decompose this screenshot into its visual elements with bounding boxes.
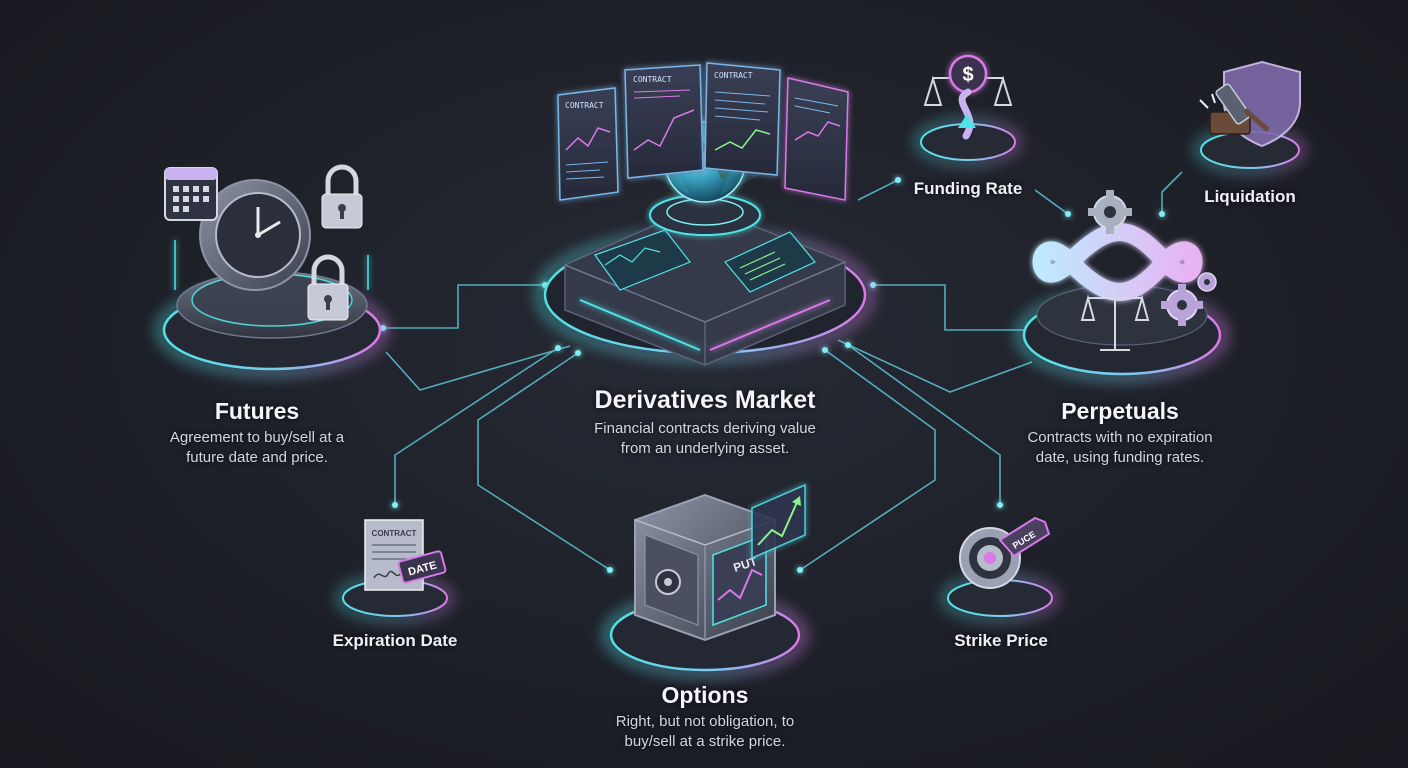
connector-futures-center bbox=[383, 284, 545, 329]
connector-center-perpetuals-lower bbox=[837, 339, 1033, 393]
strike-price-node[interactable]: PUCE bbox=[942, 516, 1058, 621]
connector-center-expiration bbox=[394, 347, 559, 505]
expiration-date-title: Expiration Date bbox=[332, 631, 458, 650]
options-title: Options bbox=[661, 682, 749, 708]
gavel-icon bbox=[1209, 83, 1270, 135]
options-node[interactable]: PUT bbox=[603, 483, 807, 677]
contract-panel-3: CONTRACT bbox=[704, 62, 781, 176]
futures-node[interactable] bbox=[156, 164, 388, 376]
perpetuals-desc-line2: date, using funding rates. bbox=[1035, 449, 1205, 466]
contract-panel-2-label: CONTRACT bbox=[633, 75, 672, 84]
funding-rate-title: Funding Rate bbox=[913, 179, 1023, 198]
center-desc-line2: from an underlying asset. bbox=[620, 440, 790, 457]
lock-icon-bottom bbox=[307, 254, 349, 321]
futures-title: Futures bbox=[214, 398, 300, 424]
expiration-doc-label: CONTRACT bbox=[372, 529, 417, 538]
center-desc-line1: Financial contracts deriving value bbox=[594, 420, 816, 437]
liquidation-title: Liquidation bbox=[1204, 187, 1296, 206]
contract-panel-4 bbox=[784, 77, 849, 201]
liquidation-node[interactable] bbox=[1195, 60, 1305, 173]
connector-futures-center-lower bbox=[385, 345, 571, 391]
connector-center-strike bbox=[847, 344, 1001, 505]
funding-rate-node[interactable]: $ bbox=[915, 54, 1021, 165]
contract-panel-1: CONTRACT bbox=[557, 87, 619, 201]
calendar-icon bbox=[164, 167, 218, 221]
connector-funding-perp bbox=[1034, 189, 1069, 215]
dollar-symbol: $ bbox=[962, 64, 973, 86]
hub-screen-left bbox=[594, 229, 691, 291]
connector-center-options-right bbox=[799, 349, 936, 571]
lock-icon-top bbox=[321, 164, 363, 229]
connector-liq-perp bbox=[1161, 171, 1183, 214]
options-desc-line2: buy/sell at a strike price. bbox=[624, 733, 786, 750]
infinity-icon bbox=[1032, 223, 1203, 301]
date-tag-icon bbox=[397, 550, 447, 584]
gear-icon-right bbox=[1161, 284, 1203, 326]
price-tag-icon bbox=[998, 516, 1051, 558]
contract-panel-2: CONTRACT bbox=[624, 64, 704, 179]
perpetuals-node[interactable] bbox=[1016, 190, 1228, 381]
perpetuals-desc-line1: Contracts with no expiration bbox=[1027, 429, 1213, 446]
gear-icon-small bbox=[1197, 272, 1217, 292]
perpetuals-title: Perpetuals bbox=[1061, 398, 1179, 424]
scale-icon bbox=[1080, 290, 1150, 351]
contract-panels: CONTRACT CONTRACT CONTRACT bbox=[557, 62, 849, 201]
connector-lines bbox=[383, 171, 1183, 571]
gear-icon-top bbox=[1088, 190, 1132, 234]
expiration-date-node[interactable]: CONTRACT DATE bbox=[337, 519, 453, 621]
center-title: Derivatives Market bbox=[594, 386, 816, 414]
futures-desc-line1: Agreement to buy/sell at a bbox=[169, 429, 345, 446]
strike-price-title: Strike Price bbox=[954, 631, 1048, 650]
connector-center-perpetuals bbox=[873, 284, 1030, 331]
contract-panel-3-label: CONTRACT bbox=[714, 71, 753, 80]
contract-panel-1-label: CONTRACT bbox=[565, 101, 604, 110]
connector-center-options-left bbox=[477, 352, 611, 571]
connector-center-funding bbox=[857, 179, 899, 201]
options-chart-panel bbox=[751, 483, 806, 560]
futures-desc-line2: future date and price. bbox=[186, 449, 328, 466]
options-desc-line1: Right, but not obligation, to bbox=[615, 713, 795, 730]
